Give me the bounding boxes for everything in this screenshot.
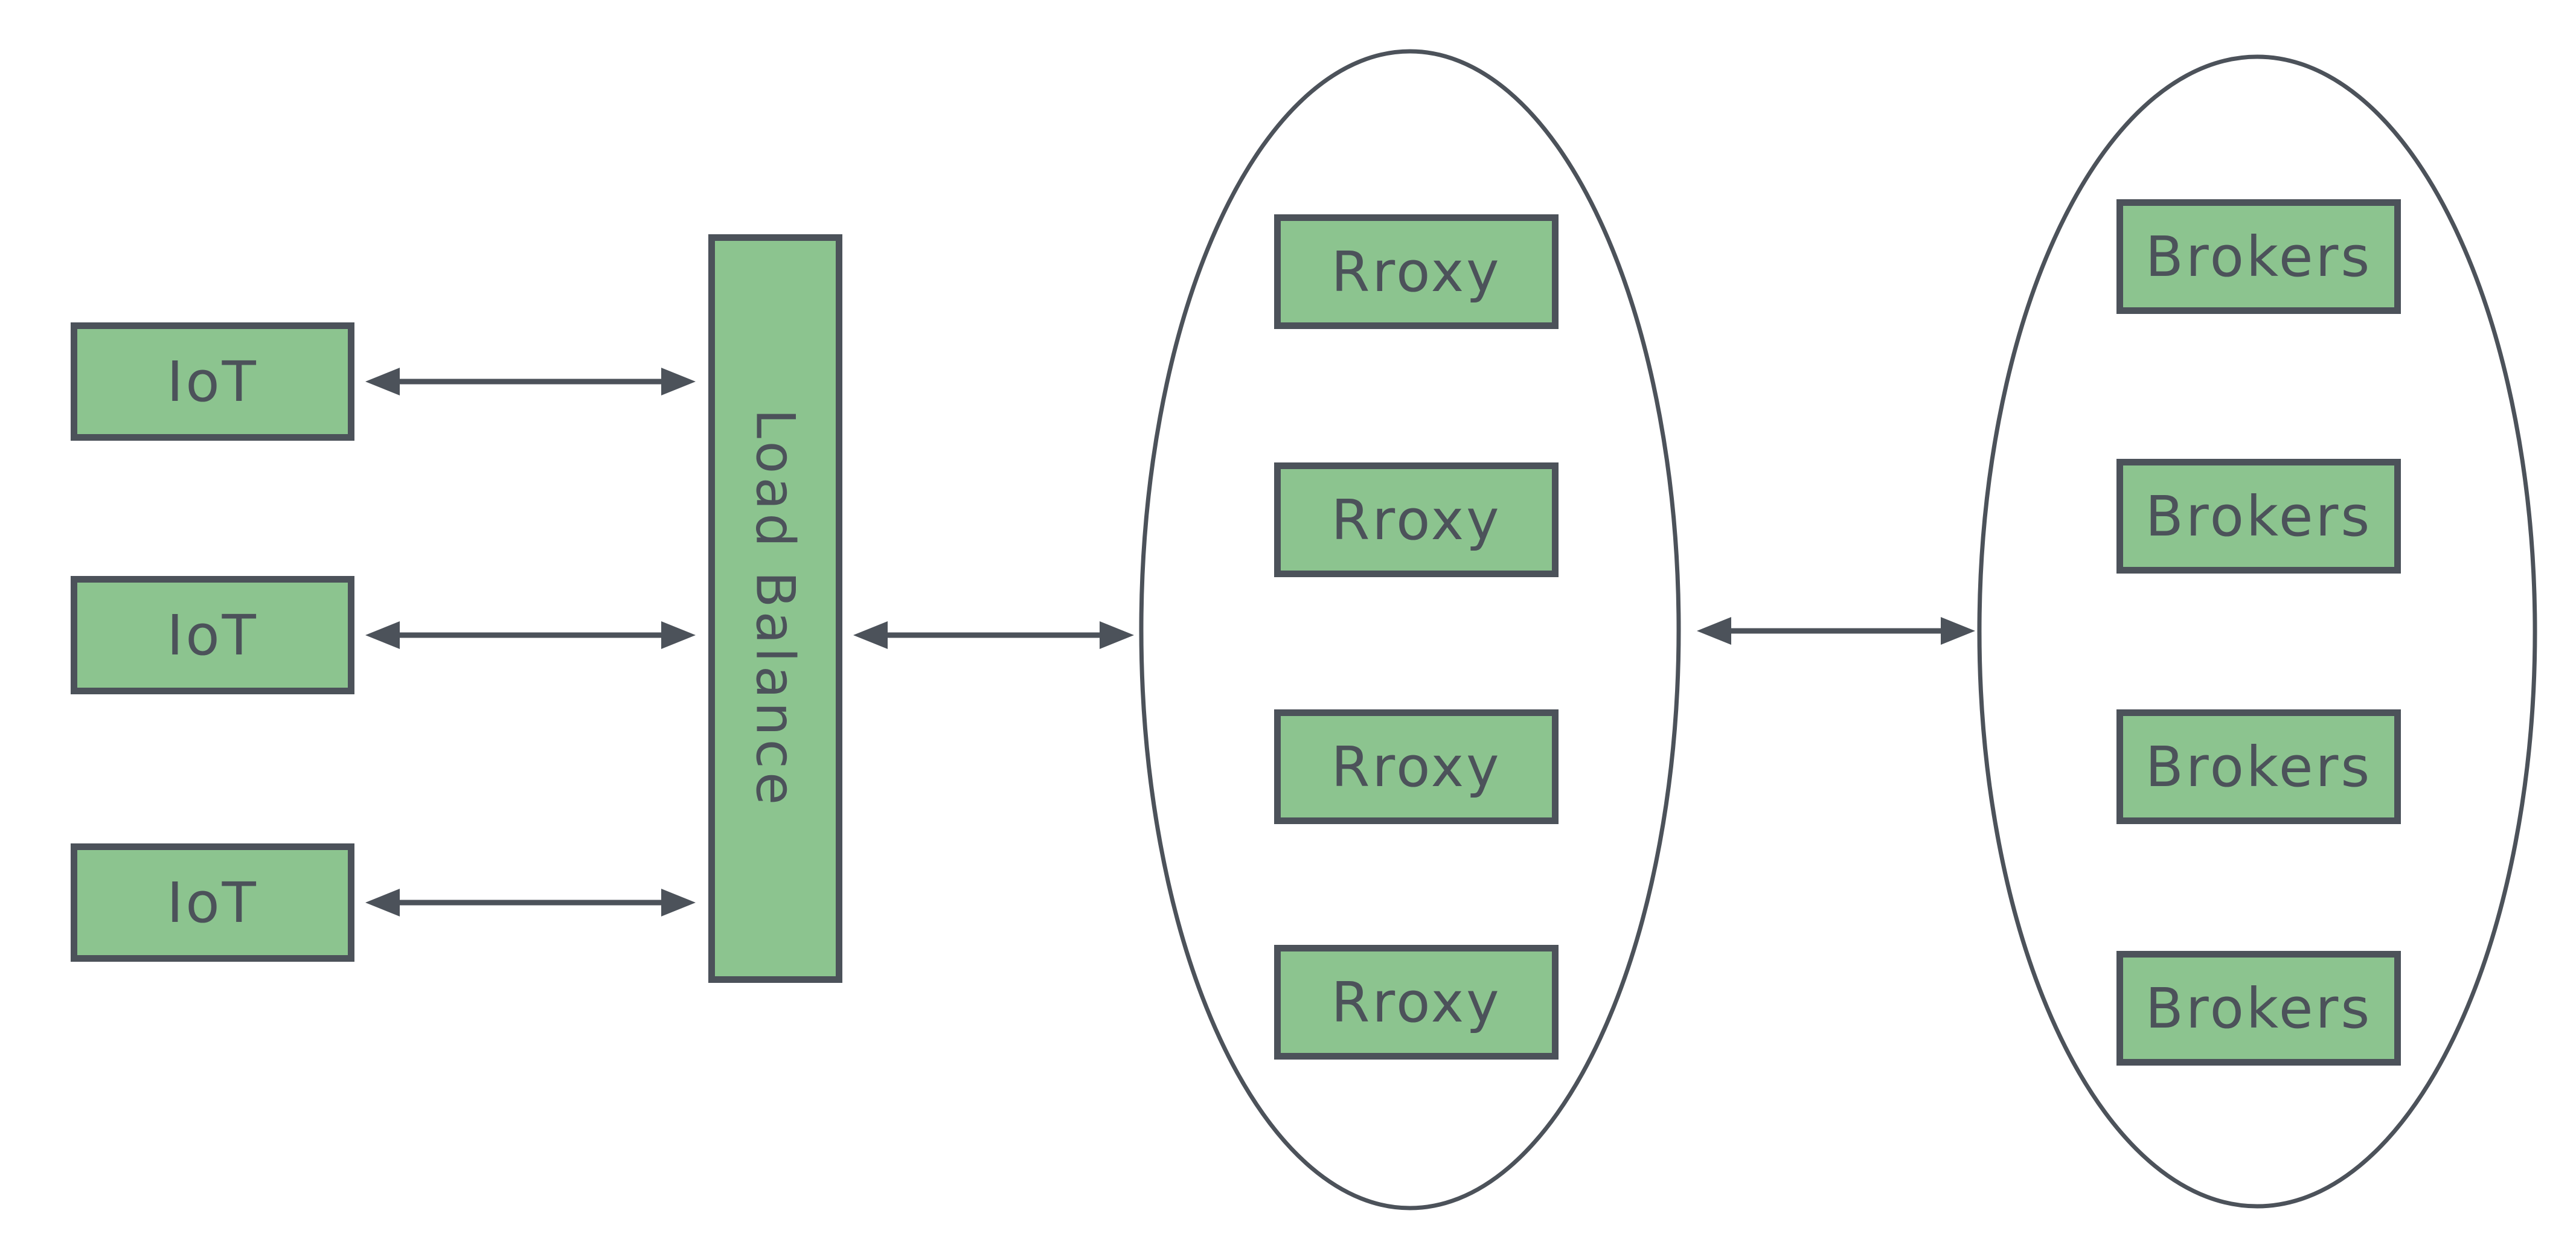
node-broker-2-label: Brokers xyxy=(2145,484,2373,549)
node-proxy-2: Rroxy xyxy=(1274,462,1559,577)
node-proxy-1: Rroxy xyxy=(1274,214,1559,329)
node-iot-3: IoT xyxy=(71,843,354,962)
node-broker-3: Brokers xyxy=(2116,709,2401,824)
arrow-iot1-loadbalance xyxy=(365,368,696,395)
arrow-loadbalance-proxycluster xyxy=(853,621,1134,649)
arrow-iot3-loadbalance xyxy=(365,889,696,916)
node-broker-4: Brokers xyxy=(2116,951,2401,1066)
node-load-balance: Load Balance xyxy=(708,234,842,983)
arrow-iot2-loadbalance xyxy=(365,621,696,649)
proxy-cluster-ellipse xyxy=(1139,49,1681,1210)
node-broker-3-label: Brokers xyxy=(2145,734,2373,799)
node-iot-2-label: IoT xyxy=(167,603,258,668)
node-proxy-3: Rroxy xyxy=(1274,709,1559,824)
node-proxy-4: Rroxy xyxy=(1274,945,1559,1060)
node-iot-1-label: IoT xyxy=(167,349,258,414)
node-proxy-1-label: Rroxy xyxy=(1331,239,1502,304)
broker-cluster-ellipse xyxy=(1977,54,2537,1209)
node-proxy-3-label: Rroxy xyxy=(1331,734,1502,799)
node-iot-2: IoT xyxy=(71,576,354,694)
node-iot-3-label: IoT xyxy=(167,870,258,935)
node-proxy-4-label: Rroxy xyxy=(1331,970,1502,1035)
node-proxy-2-label: Rroxy xyxy=(1331,487,1502,552)
node-load-balance-label: Load Balance xyxy=(744,408,807,809)
node-broker-1: Brokers xyxy=(2116,199,2401,314)
node-broker-1-label: Brokers xyxy=(2145,224,2373,289)
node-broker-4-label: Brokers xyxy=(2145,976,2373,1041)
node-broker-2: Brokers xyxy=(2116,459,2401,574)
arrow-proxycluster-brokercluster xyxy=(1697,617,1975,645)
node-iot-1: IoT xyxy=(71,322,354,441)
